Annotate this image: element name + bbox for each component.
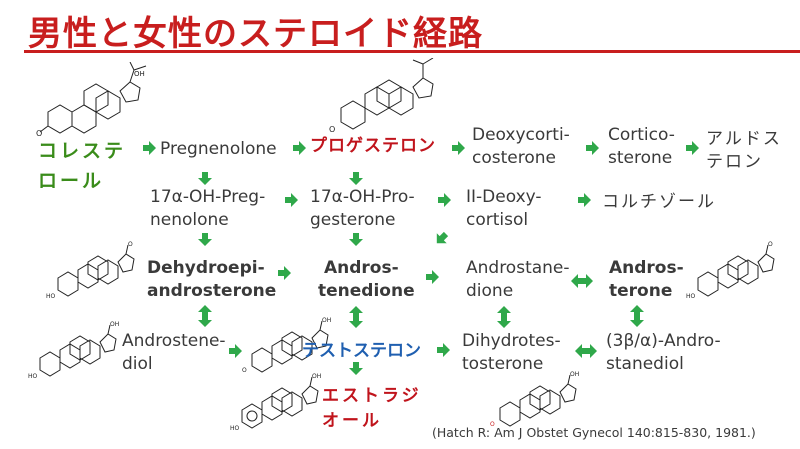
arrow-deoxycortisol-cortisol <box>578 193 591 207</box>
node-androstanediol: (3β/α)-Andro- stanediol <box>606 331 721 374</box>
node-androsterone: Andros- terone <box>609 258 684 301</box>
node-dihydrotestosterone: Dihydrotes- tosterone <box>462 331 561 374</box>
arrow-17ohpreg-dhea <box>198 233 212 246</box>
arrow-androstenedione-androstanedione <box>426 270 439 284</box>
dhea-structure: HO O <box>46 241 135 300</box>
arrow-testosterone-dht <box>437 343 450 357</box>
svg-text:HO: HO <box>230 425 240 432</box>
node-progesterone: プロゲステロン <box>310 136 436 156</box>
page-title: 男性と女性のステロイド経路 <box>28 14 483 54</box>
node-deoxycorticosterone: Deoxycorti- costerone <box>472 125 570 168</box>
arrow-progesterone-17oh <box>349 172 363 185</box>
arrow-diagonal <box>431 229 451 249</box>
dihydrotestosterone-structure: O OH <box>490 371 579 428</box>
svg-text:O: O <box>128 241 133 248</box>
node-androstenedione: Andros- tenedione <box>318 258 415 301</box>
svg-text:O: O <box>768 241 773 248</box>
arrow-17ohpreg-17ohprog <box>285 193 298 207</box>
node-androstanedione: Androstane- dione <box>466 258 570 301</box>
svg-text:HO: HO <box>686 293 696 300</box>
arrow-dhea-androstenedione <box>278 266 291 280</box>
svg-text:O: O <box>242 367 247 374</box>
arrow-androstenedione-testosterone <box>349 306 363 328</box>
node-aldosterone: アルドス テロン <box>706 129 782 172</box>
node-deoxycortisol: II-Deoxy- cortisol <box>466 187 542 230</box>
arrow-deoxy-corticosterone <box>586 141 599 155</box>
arrow-17ohprog-deoxycortisol <box>438 193 451 207</box>
node-androstenediol: Androstene- diol <box>122 331 226 374</box>
node-cortisol: コルチゾール <box>602 192 716 212</box>
node-pregnenolone: Pregnenolone <box>160 139 277 159</box>
svg-text:O: O <box>36 129 42 138</box>
svg-text:OH: OH <box>322 317 331 324</box>
arrow-cholesterol-pregnenolone <box>143 141 156 155</box>
node-cholesterol: コレステ ロール <box>38 140 127 192</box>
arrow-androstanedione-androsterone <box>571 274 593 288</box>
arrow-corticosterone-aldosterone <box>686 141 699 155</box>
testosterone-structure: O OH <box>242 317 331 374</box>
node-17oh-progesterone: 17α-OH-Pro- gesterone <box>310 187 415 230</box>
svg-text:O: O <box>329 125 335 134</box>
arrow-17ohprog-androstenedione <box>349 233 363 246</box>
citation: (Hatch R: Am J Obstet Gynecol 140:815-83… <box>432 425 756 440</box>
arrow-pregnenolone-17oh <box>198 172 212 185</box>
arrow-androstanedione-dht <box>497 306 511 328</box>
svg-text:OH: OH <box>134 70 145 78</box>
cholesterol-structure: O OH <box>36 62 147 138</box>
estradiol-structure: HO OH <box>230 373 321 432</box>
title-underline <box>24 50 800 53</box>
node-estradiol: エストラジ オール <box>322 386 422 431</box>
svg-text:OH: OH <box>312 373 321 380</box>
svg-text:OH: OH <box>570 371 579 378</box>
node-testosterone: テストステロン <box>302 341 421 361</box>
androsterone-structure: HO O <box>686 241 775 300</box>
node-17oh-pregnenolone: 17α-OH-Preg- nenolone <box>150 187 266 230</box>
svg-text:OH: OH <box>110 321 119 328</box>
arrow-pregnenolone-progesterone <box>293 141 306 155</box>
arrow-dht-androstanediol <box>575 344 597 358</box>
arrow-androsterone-androstanediol <box>630 305 644 327</box>
androstenediol-structure: HO OH <box>28 321 119 380</box>
node-corticosterone: Cortico- sterone <box>608 125 675 168</box>
progesterone-structure: O <box>329 58 434 134</box>
svg-text:O: O <box>490 421 495 428</box>
svg-text:HO: HO <box>28 373 38 380</box>
arrow-progesterone-deoxycorticosterone <box>452 141 465 155</box>
svg-text:HO: HO <box>46 293 56 300</box>
arrow-dhea-androstenediol <box>198 305 212 327</box>
node-dhea: Dehydroepi- androsterone <box>147 258 277 301</box>
arrow-testosterone-estradiol <box>349 362 363 375</box>
